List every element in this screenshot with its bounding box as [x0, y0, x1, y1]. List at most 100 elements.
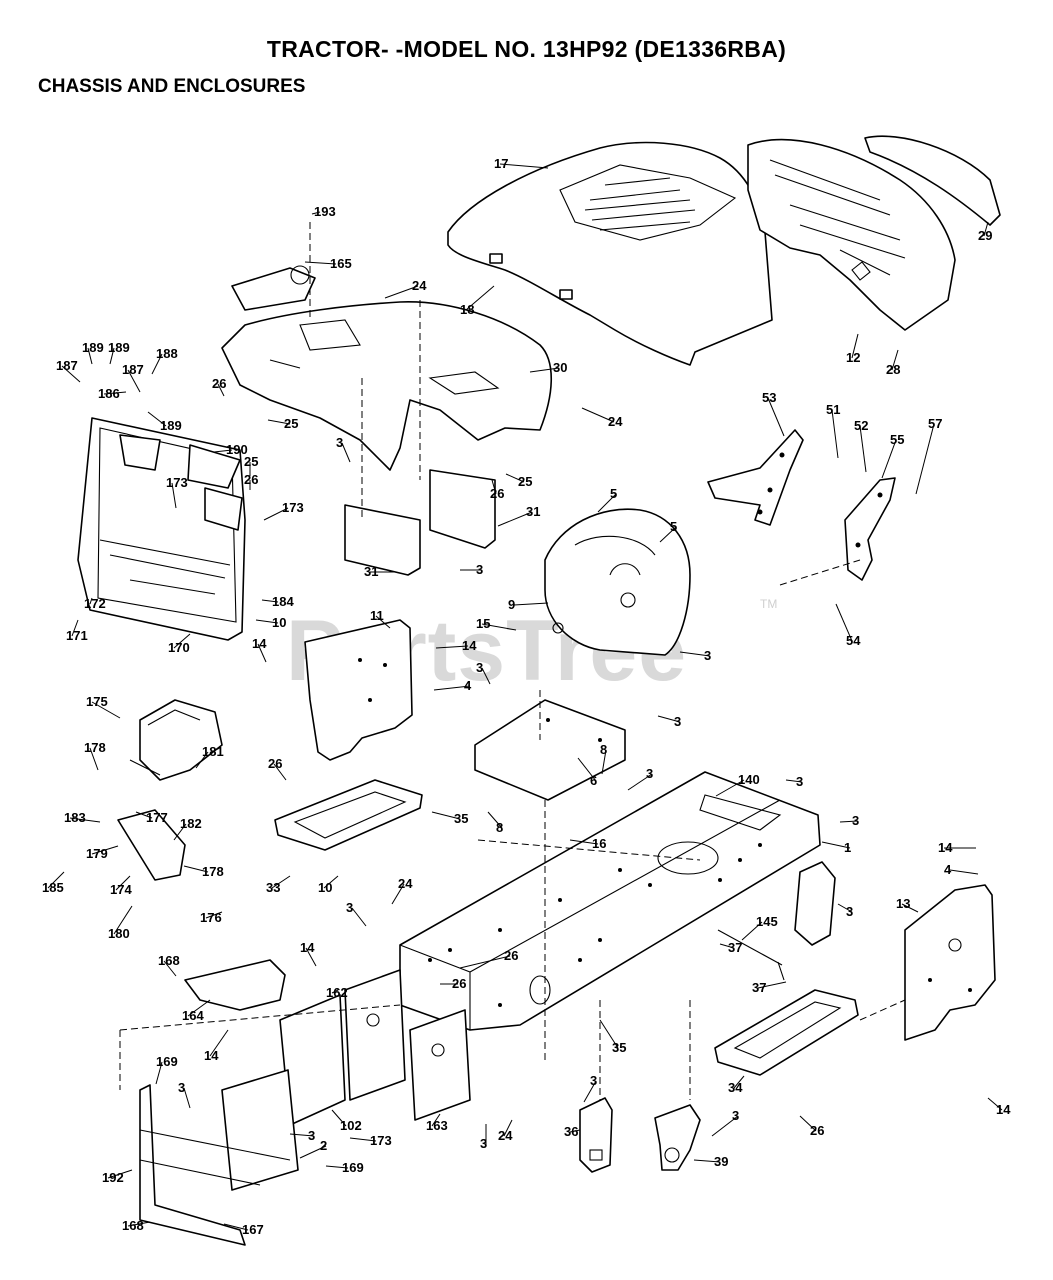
part-callout-26: 26 — [212, 376, 226, 391]
part-callout-37: 37 — [752, 980, 766, 995]
leader-line — [881, 439, 897, 479]
bracket-53-part — [707, 429, 804, 526]
part-callout-163: 163 — [426, 1118, 448, 1133]
part-callout-31: 31 — [526, 504, 540, 519]
side-panel-13-part — [904, 884, 996, 1041]
part-callout-10: 10 — [318, 880, 332, 895]
leader-line — [299, 1145, 327, 1159]
leader-line — [151, 353, 163, 375]
bracket-31-part — [344, 469, 496, 576]
part-callout-53: 53 — [762, 390, 776, 405]
part-callout-3: 3 — [796, 774, 803, 789]
leader-line — [375, 615, 391, 629]
leader-line — [711, 1115, 739, 1137]
part-callout-177: 177 — [146, 810, 168, 825]
part-callout-36: 36 — [564, 1124, 578, 1139]
leader-line — [583, 1080, 597, 1103]
part-callout-14: 14 — [996, 1102, 1011, 1117]
part-callout-2: 2 — [320, 1138, 327, 1153]
leader-line — [304, 261, 337, 265]
part-callout-18: 18 — [460, 302, 474, 317]
part-callout-6: 6 — [590, 773, 597, 788]
leader-line — [183, 1087, 191, 1109]
part-callout-165: 165 — [330, 256, 352, 271]
leader-line — [384, 285, 419, 299]
leader-line — [433, 685, 471, 691]
part-callout-169: 169 — [342, 1160, 364, 1175]
part-callout-140: 140 — [738, 772, 760, 787]
part-callout-168: 168 — [158, 953, 180, 968]
part-callout-37: 37 — [728, 940, 742, 955]
part-callout-3: 3 — [476, 660, 483, 675]
part-callout-57: 57 — [928, 416, 942, 431]
part-callout-28: 28 — [886, 362, 900, 377]
part-callout-180: 180 — [108, 926, 130, 941]
part-callout-178: 178 — [202, 864, 224, 879]
leader-line — [147, 411, 167, 427]
leader-line — [195, 751, 209, 769]
part-callout-188: 188 — [156, 346, 178, 361]
leader-line — [271, 875, 291, 889]
part-callout-178: 178 — [84, 740, 106, 755]
part-callout-17: 17 — [494, 156, 508, 171]
leader-line — [679, 651, 711, 657]
leader-line — [173, 633, 191, 649]
bracket-39-part — [654, 1104, 701, 1171]
plate-6-part — [474, 699, 626, 801]
leader-line — [87, 347, 93, 365]
leader-line — [733, 1075, 745, 1089]
leader-line — [831, 409, 839, 459]
leader-line — [351, 907, 367, 927]
part-callout-187: 187 — [122, 362, 144, 377]
part-callout-26: 26 — [268, 756, 282, 771]
part-callout-26: 26 — [504, 948, 518, 963]
part-callout-10: 10 — [272, 615, 286, 630]
part-callout-13: 13 — [896, 896, 910, 911]
part-callout-185: 185 — [42, 880, 64, 895]
leader-line — [61, 365, 81, 383]
part-callout-176: 176 — [200, 910, 222, 925]
leader-line — [491, 479, 497, 495]
part-callout-102: 102 — [340, 1118, 362, 1133]
part-callout-171: 171 — [66, 628, 88, 643]
footrest-33-part — [274, 779, 423, 851]
part-callout-12: 12 — [846, 350, 860, 365]
leader-line — [331, 1109, 347, 1127]
part-callout-5: 5 — [610, 486, 617, 501]
leader-line — [465, 285, 495, 311]
part-callout-25: 25 — [284, 416, 298, 431]
part-callout-162: 162 — [326, 985, 348, 1000]
leader-line — [171, 482, 177, 509]
leader-line — [837, 903, 853, 913]
part-callout-167: 167 — [242, 1222, 264, 1237]
leader-line — [273, 763, 287, 781]
leader-line — [103, 391, 127, 395]
part-callout-189: 189 — [108, 340, 130, 355]
leader-line — [209, 1029, 229, 1057]
part-callout-3: 3 — [480, 1136, 487, 1151]
part-callout-35: 35 — [612, 1040, 626, 1055]
leader-line — [835, 603, 853, 642]
leader-line — [987, 1097, 1003, 1111]
part-callout-25: 25 — [518, 474, 532, 489]
part-callout-16: 16 — [592, 836, 606, 851]
side-panel-11-part — [304, 619, 413, 761]
front-panel-part — [77, 417, 246, 641]
leader-line — [267, 419, 291, 425]
leader-line — [503, 1119, 513, 1137]
leader-line — [431, 811, 461, 820]
part-callout-1: 1 — [844, 840, 851, 855]
leader-line — [431, 1113, 441, 1127]
part-callout-52: 52 — [854, 418, 868, 433]
rod-145-part — [717, 929, 785, 981]
leader-line — [47, 871, 65, 889]
leader-line — [71, 619, 79, 637]
leader-line — [89, 747, 99, 771]
leader-line — [983, 221, 989, 237]
part-callout-3: 3 — [674, 714, 681, 729]
leader-line — [91, 845, 119, 855]
part-callout-175: 175 — [86, 694, 108, 709]
part-callout-14: 14 — [462, 638, 477, 653]
part-callout-14: 14 — [300, 940, 315, 955]
part-callout-4: 4 — [944, 862, 952, 877]
